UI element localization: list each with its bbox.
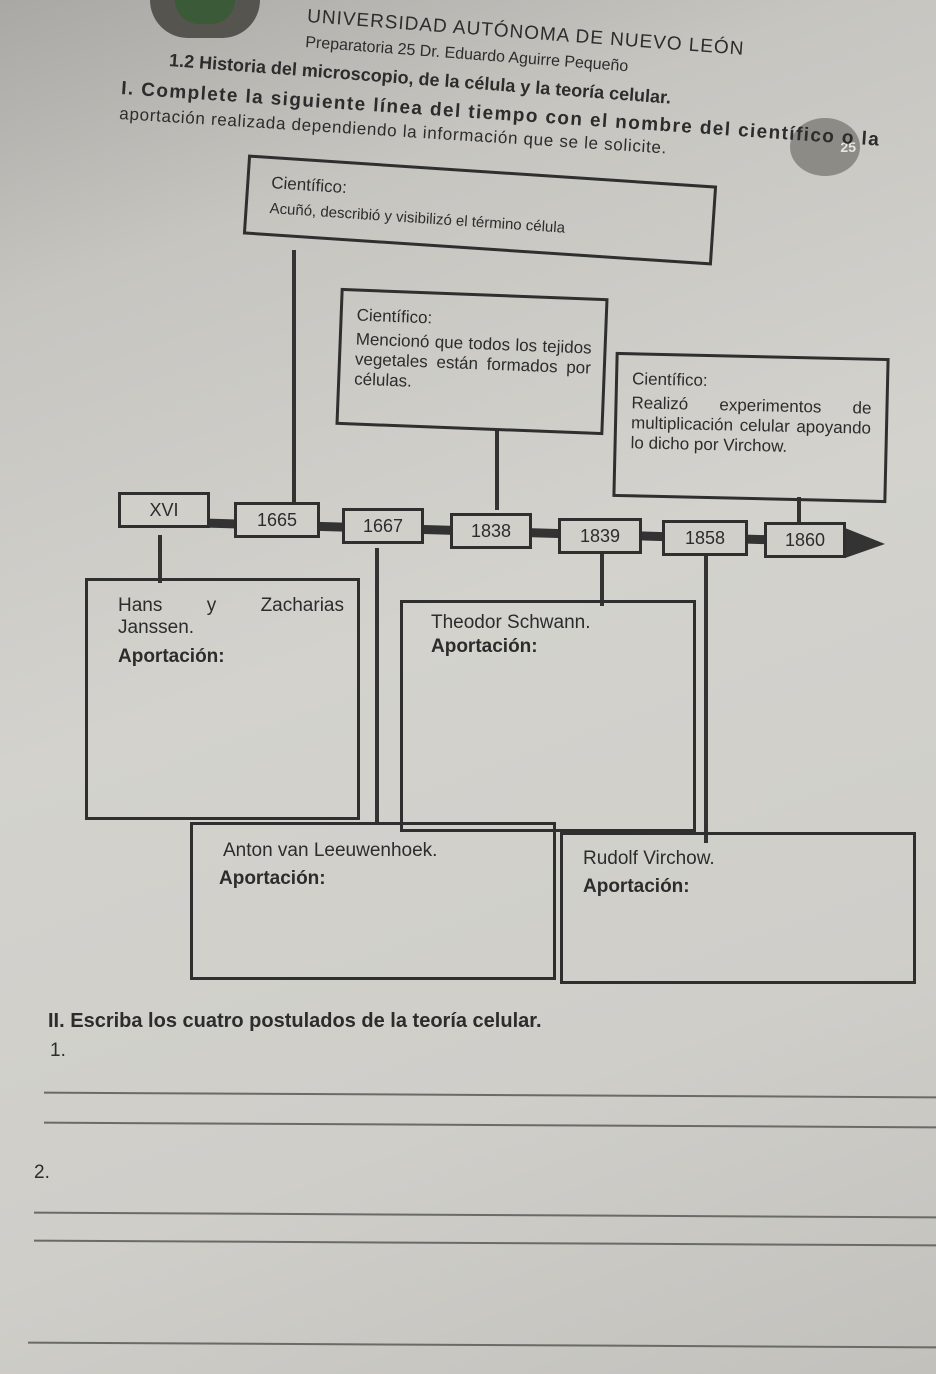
timeline-year: 1667 [342,508,424,544]
contribution-text: Acuñó, describió y visibilizó el término… [269,200,566,237]
contribution-label: Aportación: [431,636,538,657]
connector-line [158,535,162,583]
scientist-name: Hans y Zacharias Janssen. [118,595,344,638]
timeline-year: 1860 [764,522,846,558]
scientist-name: Anton van Leeuwenhoek. [223,840,438,861]
postulate-number: 2. [34,1162,50,1183]
timeline-arrow-head [845,528,885,558]
connector-line [292,250,296,508]
school-seal: 25 [790,118,860,176]
seal-number: 25 [840,139,856,155]
contribution-text: Realizó experimentos de multiplicación c… [630,393,872,456]
scientist-label: Científico: [631,369,708,391]
scientist-name: Theodor Schwann. [431,612,591,633]
contribution-label: Aportación: [118,646,225,667]
timeline-year: XVI [118,492,210,528]
contribution-label: Aportación: [219,868,326,889]
timeline-year: 1858 [662,520,748,556]
timeline-bottom-box: Anton van Leeuwenhoek. Aportación: [190,822,556,980]
timeline-year: 1839 [558,518,642,554]
connector-line [600,550,604,606]
connector-line [704,553,708,843]
answer-space[interactable] [431,669,681,809]
answer-space[interactable] [583,909,893,975]
answer-space[interactable] [118,681,344,801]
postulate-number: 1. [50,1040,66,1061]
connector-line [495,430,499,510]
timeline-bottom-box: Hans y Zacharias Janssen. Aportación: [85,578,360,820]
connector-line [375,548,379,824]
timeline-year: 1665 [234,502,320,538]
scientist-name: Rudolf Virchow. [583,848,715,869]
timeline-year: 1838 [450,513,532,549]
answer-space[interactable] [219,901,529,971]
contribution-text: Mencionó que todos los tejidos vegetales… [353,329,592,391]
connector-line [797,497,801,525]
contribution-label: Aportación: [583,876,690,897]
scientist-label: Científico: [270,173,348,198]
timeline-bottom-box: Rudolf Virchow. Aportación: [560,832,916,984]
timeline-bottom-box: Theodor Schwann. Aportación: [400,600,696,832]
timeline-top-box: Científico: Realizó experimentos de mult… [612,351,890,504]
timeline-top-box: Científico: Mencionó que todos los tejid… [335,287,609,436]
scientist-label: Científico: [356,305,433,328]
section-2-title: II. Escriba los cuatro postulados de la … [48,1010,542,1032]
